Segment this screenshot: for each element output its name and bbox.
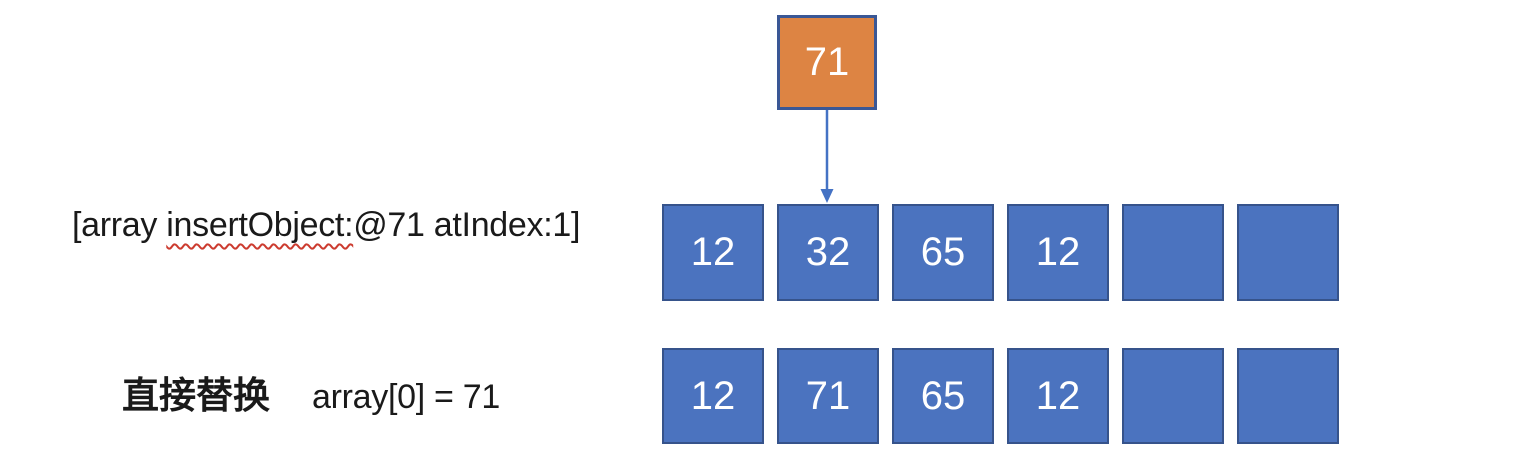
array-cell: 71 — [777, 348, 879, 444]
code-prefix: [array — [72, 206, 167, 244]
cell-value: 12 — [690, 373, 736, 418]
inserted-value: 71 — [804, 40, 850, 84]
cell-value: 65 — [920, 230, 966, 274]
replace-code: array[0] = 71 — [312, 378, 500, 416]
array-cell: 12 — [662, 348, 764, 444]
array-cell: 12 — [1007, 348, 1109, 444]
code-suffix: @71 atIndex:1] — [353, 206, 581, 244]
array-cell — [1237, 204, 1339, 301]
array-cell: 65 — [892, 204, 994, 301]
cell-value: 12 — [690, 230, 736, 274]
array-cell: 12 — [662, 204, 764, 301]
cell-value: 65 — [920, 373, 966, 418]
array-cell — [1122, 204, 1224, 301]
array-cell: 12 — [1007, 204, 1109, 301]
misspelled-word-underline: insertObject: — [166, 206, 354, 244]
cell-value: 12 — [1035, 373, 1081, 418]
insert-code-annotation: [array insertObject:@71 atIndex:1] — [72, 202, 580, 248]
array-cell: 32 — [777, 204, 879, 301]
cell-value: 32 — [805, 230, 851, 274]
replace-label-cn: 直接替换 — [122, 375, 270, 416]
insert-arrow-icon — [820, 110, 834, 203]
array-row-insert: 12 32 65 12 — [662, 204, 1339, 301]
replace-annotation: 直接替换 array[0] = 71 — [122, 372, 500, 421]
array-cell — [1122, 348, 1224, 444]
array-cell — [1237, 348, 1339, 444]
cell-value: 71 — [805, 373, 851, 418]
array-cell: 65 — [892, 348, 994, 444]
cell-value: 12 — [1035, 230, 1081, 274]
inserted-value-box: 71 — [777, 15, 877, 110]
array-row-replace: 12 71 65 12 — [662, 348, 1339, 444]
